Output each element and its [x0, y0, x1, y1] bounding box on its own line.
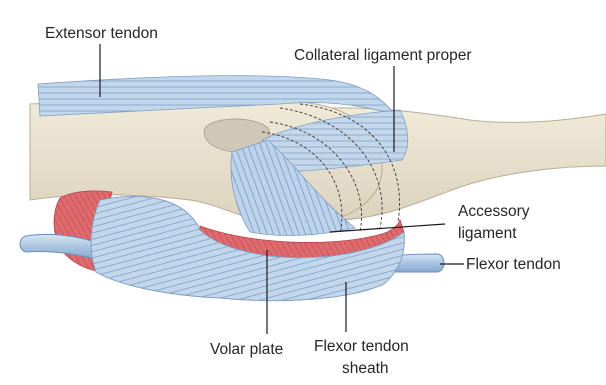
label-extensor-tendon: Extensor tendon	[45, 25, 158, 42]
label-accessory-ligament-line2: ligament	[458, 225, 517, 242]
label-volar-plate: Volar plate	[210, 341, 283, 358]
label-flexor-tendon-sheath-line1: Flexor tendon	[314, 338, 409, 355]
label-accessory-ligament-line1: Accessory	[458, 203, 530, 220]
label-collateral-ligament-proper: Collateral ligament proper	[294, 47, 471, 64]
label-flexor-tendon: Flexor tendon	[466, 256, 561, 273]
label-flexor-tendon-sheath-line2: sheath	[342, 360, 389, 377]
